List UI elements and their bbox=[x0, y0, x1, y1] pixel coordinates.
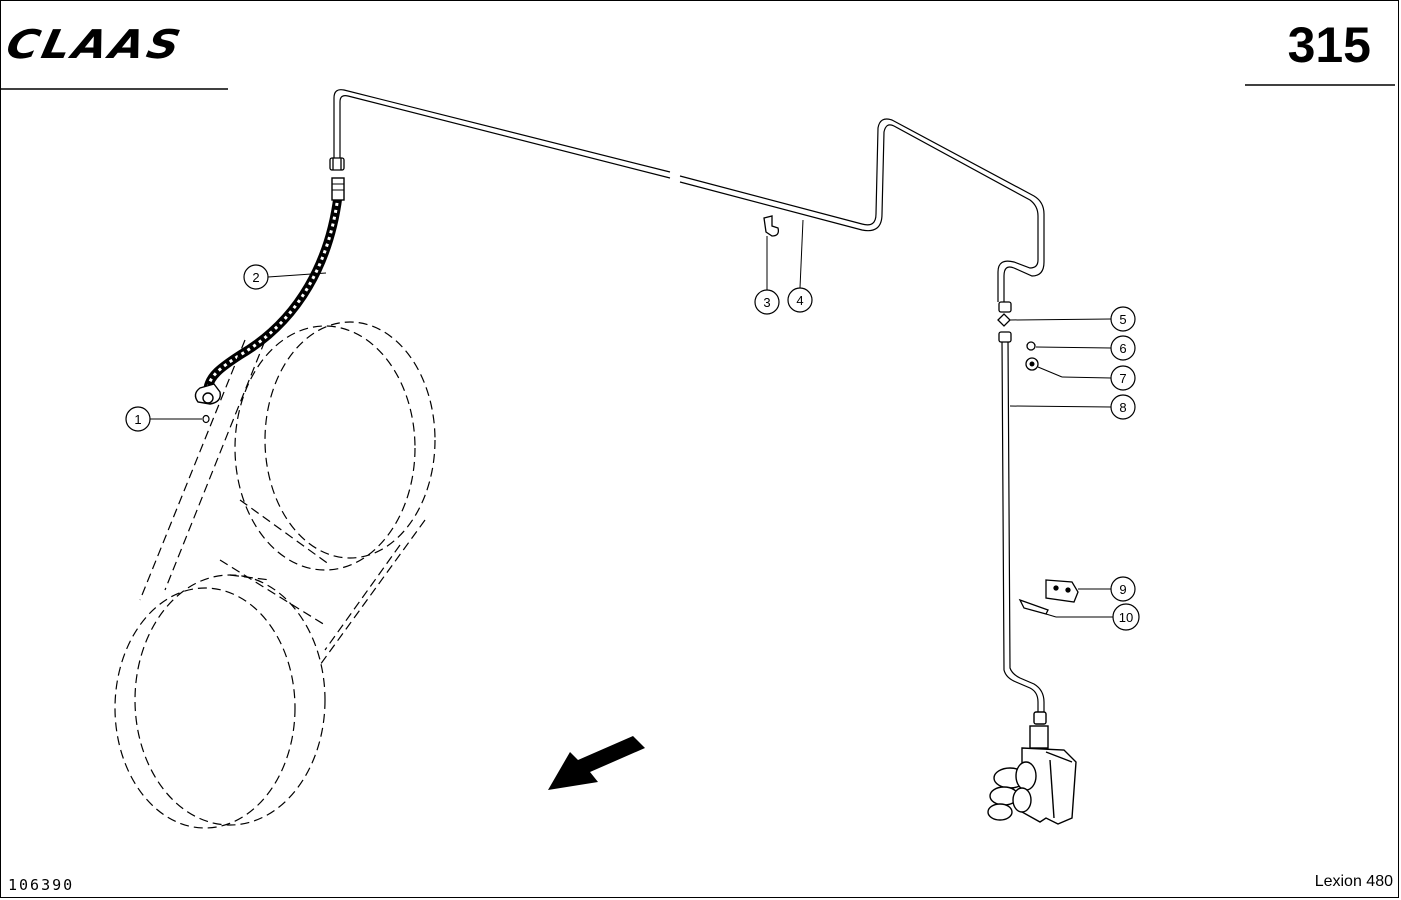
callout-label: 9 bbox=[1119, 582, 1126, 597]
seal-ring-6 bbox=[1026, 341, 1036, 351]
belt-drive-outline bbox=[114, 321, 436, 829]
page-number: 315 bbox=[1287, 17, 1371, 73]
bracket-10 bbox=[1018, 598, 1049, 615]
callout-label: 4 bbox=[796, 293, 803, 308]
callout-label: 10 bbox=[1119, 610, 1133, 625]
callout-label: 2 bbox=[252, 270, 259, 285]
callout-7: 7 bbox=[1110, 365, 1136, 391]
pipe-4-nut bbox=[329, 157, 345, 171]
seal-ring-1 bbox=[202, 414, 210, 424]
callout-4: 4 bbox=[787, 287, 813, 313]
fitting-5 bbox=[997, 301, 1012, 343]
callout-3: 3 bbox=[754, 289, 780, 315]
callout-2: 2 bbox=[243, 264, 269, 290]
drawing-number: 106390 bbox=[8, 876, 75, 894]
callout-label: 1 bbox=[134, 412, 141, 427]
callout-5: 5 bbox=[1110, 306, 1136, 332]
callout-label: 5 bbox=[1119, 312, 1126, 327]
callout-10: 10 bbox=[1112, 603, 1140, 631]
callout-label: 6 bbox=[1119, 341, 1126, 356]
pipe-4 bbox=[333, 89, 1045, 302]
callout-1: 1 bbox=[125, 406, 151, 432]
callout-label: 8 bbox=[1119, 400, 1126, 415]
clamp-9 bbox=[1045, 579, 1079, 603]
valve-block bbox=[987, 711, 1077, 825]
model-name: Lexion 480 bbox=[1314, 873, 1393, 890]
pipe-8 bbox=[1001, 339, 1045, 712]
pipe-clip-3 bbox=[763, 215, 780, 237]
callout-label: 7 bbox=[1119, 371, 1126, 386]
hose-2 bbox=[194, 177, 345, 405]
callout-label: 3 bbox=[763, 295, 770, 310]
callout-6: 6 bbox=[1110, 335, 1136, 361]
nut-7 bbox=[1025, 357, 1039, 371]
callout-8: 8 bbox=[1110, 394, 1136, 420]
leader-lines bbox=[150, 219, 1113, 618]
direction-arrow bbox=[548, 736, 645, 790]
callout-9: 9 bbox=[1110, 576, 1136, 602]
